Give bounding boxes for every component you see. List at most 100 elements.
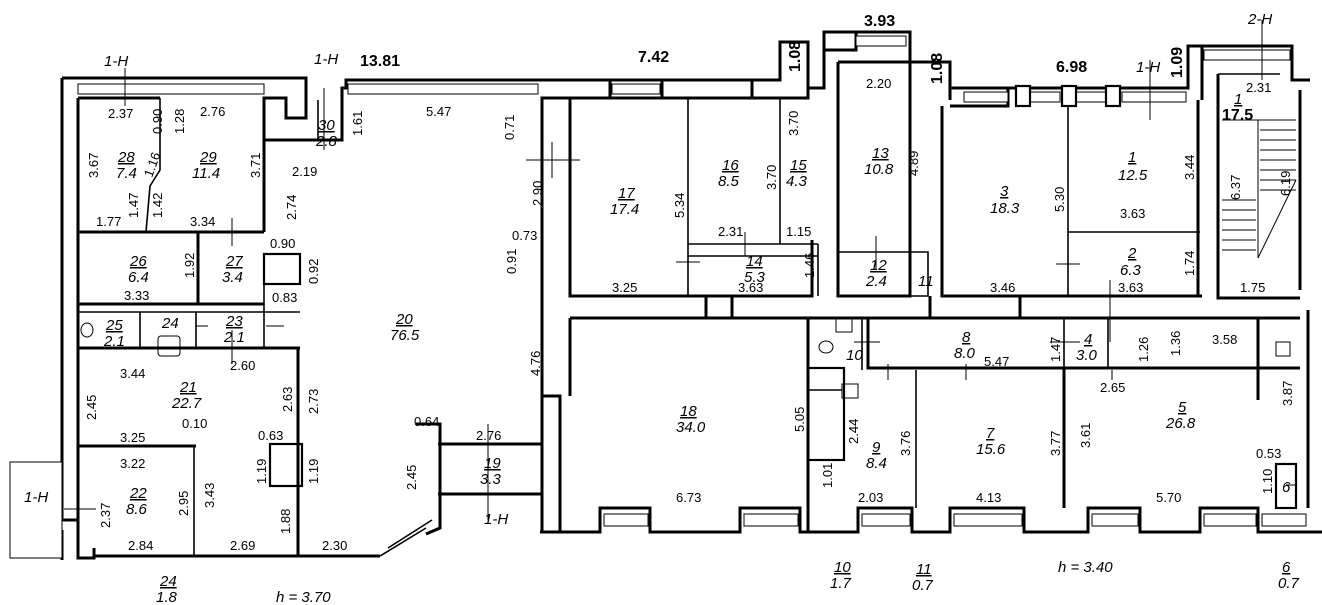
dimension-label: 2.19 (292, 164, 317, 179)
dimension-label: 2.73 (306, 389, 321, 414)
dimension-label: 2.30 (322, 538, 347, 553)
dimension-label: 2.44 (846, 419, 861, 444)
room-number: 18 (680, 403, 697, 420)
dimension-label: 5.05 (792, 407, 807, 432)
dimension-label: 3.70 (786, 111, 801, 136)
dimension-label: 0.63 (258, 428, 283, 443)
room-number: 25 (105, 317, 123, 334)
room-number: 29 (199, 149, 217, 166)
room-number: 23 (225, 313, 243, 330)
dimension-label: 1.46 (802, 253, 817, 278)
dimension-label: 6.98 (1056, 59, 1087, 76)
dimension-label: 0.64 (414, 414, 439, 429)
room-number: 9 (872, 439, 881, 456)
dimension-label: 3.44 (1182, 155, 1197, 180)
room-number: 2 (1127, 245, 1137, 262)
room-labels: 1 12.5 2 6.3 3 18.3 4 3.0 5 26.8 7 15.6 … (103, 91, 1291, 518)
section-mark: 2-H (1247, 11, 1272, 28)
room-area: 3.3 (480, 471, 502, 488)
section-mark: 1-H (484, 511, 508, 528)
section-mark: 1-H (1136, 59, 1160, 76)
room-area: 6.4 (128, 269, 149, 286)
room-number-plain: 11 (918, 273, 934, 290)
room-number: 15 (790, 157, 807, 174)
room-area: 3.0 (1076, 347, 1098, 364)
staircase (1222, 119, 1297, 259)
room-area: 8.0 (954, 345, 976, 362)
dimension-label: 0.91 (504, 249, 519, 274)
dimension-label: 1.42 (150, 193, 165, 218)
dimension-label: 2.37 (108, 106, 133, 121)
dimension-label: 1.08 (787, 41, 804, 72)
room-area: 2.8 (315, 133, 338, 150)
dimension-label: 3.44 (120, 366, 145, 381)
dimension-label: 3.87 (1280, 381, 1295, 406)
room-number: 30 (318, 117, 335, 134)
dimension-label: 2.65 (1100, 380, 1125, 395)
dimension-label: 3.58 (1212, 332, 1237, 347)
room-area: 5.3 (744, 269, 766, 286)
dimension-label: 3.67 (86, 153, 101, 178)
room-area: 11.4 (192, 165, 220, 182)
dimension-label: 1.08 (929, 53, 946, 84)
dimension-label: 3.63 (738, 280, 763, 295)
dimension-label: 2.76 (476, 428, 501, 443)
room-area: 26.8 (1165, 415, 1196, 432)
columns (262, 84, 1298, 510)
dimension-label: 2.69 (230, 538, 255, 553)
room-number: 10 (834, 559, 851, 576)
dimension-label: 6.73 (676, 490, 701, 505)
room-number-plain: 6 (1282, 479, 1291, 496)
stair-number: 1 (1234, 91, 1242, 108)
dimension-label: 3.25 (120, 430, 145, 445)
dimension-label: 2.31 (1246, 80, 1271, 95)
room-area: 1.8 (156, 589, 178, 605)
dimension-labels: 2.37 0.90 1.28 2.76 3.67 1.16 3.71 1.42 … (84, 76, 1295, 553)
height-label: h = 3.40 (1058, 559, 1113, 576)
room-area: 76.5 (390, 327, 420, 344)
dimension-label: 2.63 (280, 387, 295, 412)
dimension-label: 5.47 (984, 354, 1009, 369)
dimension-label: 6.37 (1228, 175, 1243, 200)
dimension-label: 1.10 (1260, 469, 1275, 494)
dimension-label: 4.89 (906, 151, 921, 176)
dimension-label: 1.01 (820, 463, 835, 488)
interior-walls (76, 60, 1300, 557)
dimension-label: 3.76 (898, 431, 913, 456)
dimension-label: 0.90 (150, 109, 165, 134)
room-area: 34.0 (676, 419, 706, 436)
dimension-label: 3.22 (120, 456, 145, 471)
room-area: 15.6 (976, 441, 1006, 458)
dimension-label: 1.26 (1136, 337, 1151, 362)
dimension-label: 3.25 (612, 280, 637, 295)
dimension-label: 1.61 (350, 111, 365, 136)
dimension-label: 2.20 (866, 76, 891, 91)
room-area: 8.4 (866, 455, 887, 472)
room-number: 20 (395, 311, 413, 328)
dimension-label: 2.90 (530, 181, 545, 206)
dimension-label: 1.16 (141, 150, 164, 179)
stair-area: 17.5 (1222, 107, 1253, 124)
section-mark: 1-H (24, 489, 48, 506)
dimension-label: 2.95 (176, 491, 191, 516)
room-number: 1 (1128, 149, 1136, 166)
dimension-label: 3.61 (1078, 423, 1093, 448)
room-area: 8.6 (126, 501, 148, 518)
dimension-label: 1.92 (182, 253, 197, 278)
dimension-label: 1.88 (278, 509, 293, 534)
dimension-label: 4.13 (976, 490, 1001, 505)
dimension-label: 0.92 (306, 259, 321, 284)
room-number: 3 (1000, 183, 1009, 200)
section-marks: 1-H 1-H 1-H 1-H 1-H 2-H (24, 11, 1272, 528)
dimension-label: 0.10 (182, 416, 207, 431)
dimension-label: 7.42 (638, 49, 669, 66)
room-number: 21 (179, 379, 197, 396)
dimension-label: 2.45 (404, 465, 419, 490)
dimension-label: 2.31 (718, 224, 743, 239)
dimension-label: 1.36 (1168, 331, 1183, 356)
dimension-label: 1.15 (786, 224, 811, 239)
fixtures (80, 317, 1291, 399)
dimension-label: 0.73 (512, 228, 537, 243)
room-number: 7 (986, 425, 995, 442)
dimension-label: 0.83 (272, 290, 297, 305)
